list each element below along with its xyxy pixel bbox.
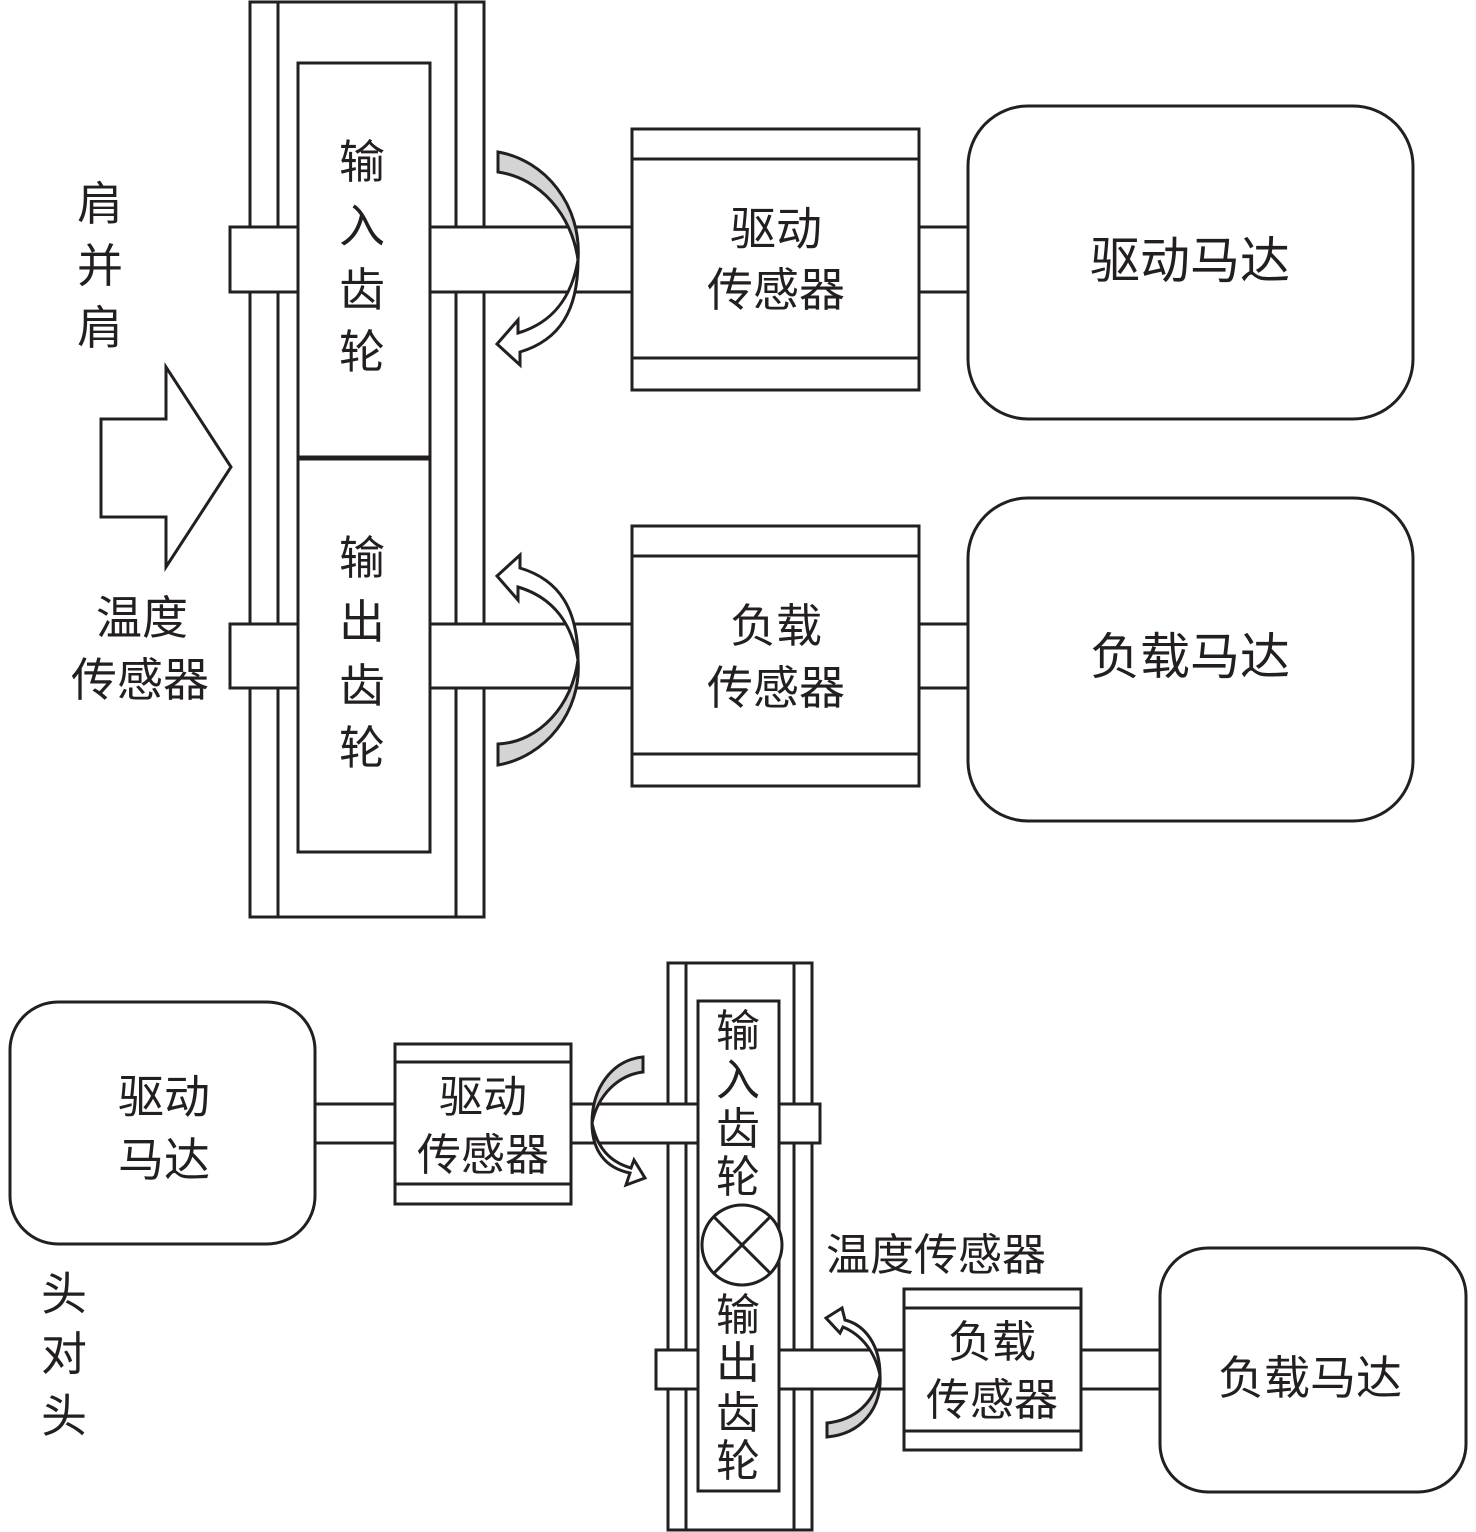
bottom-output-gear-char-1: 输 [716, 1290, 760, 1341]
top-input-rotation-arrow-icon [494, 150, 580, 369]
top-input-gear-char-4: 轮 [339, 325, 385, 379]
top-drive-sensor-label-line-2: 传感器 [707, 263, 845, 317]
bottom-layout-label-char-3: 头 [41, 1389, 87, 1443]
bottom-temp-sensor-label: 温度传感器 [826, 1230, 1046, 1281]
top-load-motor [966, 496, 1415, 823]
bottom-layout: 驱动 马达 头 对 头 驱动 传感器 输 入 齿 轮 [8, 961, 1468, 1532]
top-input-gear-char-3: 齿 [339, 263, 385, 317]
bottom-input-rotation-arrow-icon [590, 1055, 648, 1188]
bottom-drive-sensor-label-line-1: 驱动 [439, 1072, 527, 1123]
bottom-load-sensor [902, 1287, 1083, 1452]
bottom-input-gear-char-1: 输 [716, 1006, 760, 1057]
bottom-drive-sensor-label-line-2: 传感器 [417, 1130, 549, 1181]
bottom-output-shaft-stub [654, 1348, 700, 1391]
top-input-gear-char-1: 输 [339, 135, 385, 189]
bottom-load-motor [1158, 1246, 1468, 1494]
top-drive-motor-label: 驱动马达 [1090, 232, 1290, 290]
bottom-load-motor-label: 负载马达 [1218, 1351, 1402, 1405]
bottom-output-gear-char-3: 齿 [716, 1388, 760, 1439]
circle-cross-icon [700, 1203, 784, 1287]
top-input-gear-char-2: 入 [339, 199, 385, 253]
top-drive-sensor-label-line-1: 驱动 [730, 202, 822, 256]
top-output-gear-char-1: 输 [339, 531, 385, 585]
top-output-shaft-stub [228, 622, 300, 690]
bottom-input-shaft [569, 1102, 700, 1145]
top-drive-sensor [630, 127, 921, 392]
top-output-gear [296, 457, 432, 854]
top-layout-label-char-2: 并 [77, 239, 123, 293]
top-layout-label-char-1: 肩 [77, 177, 123, 231]
block-arrow-right-icon [99, 361, 233, 573]
bottom-input-shaft-stub [777, 1102, 822, 1145]
top-output-gear-char-4: 轮 [339, 721, 385, 775]
bottom-output-gear-char-2: 出 [716, 1338, 760, 1389]
top-output-rotation-arrow-icon [494, 551, 580, 767]
bottom-load-sensor-label-line-2: 传感器 [926, 1375, 1058, 1426]
bottom-drive-motor-label-line-2: 马达 [118, 1133, 210, 1187]
bottom-layout-label-char-2: 对 [41, 1327, 87, 1381]
top-input-gear [296, 61, 432, 459]
bottom-input-gear-char-4: 轮 [716, 1152, 760, 1203]
top-temp-sensor-label-line-2: 传感器 [71, 653, 209, 707]
top-load-sensor-label-line-1: 负载 [730, 599, 822, 653]
top-input-shaft-stub [228, 225, 300, 294]
top-input-shaft [428, 225, 634, 294]
top-output-gear-char-3: 齿 [339, 659, 385, 713]
top-load-sensor [630, 524, 921, 788]
top-temp-sensor-label-line-1: 温度 [96, 591, 188, 645]
bottom-output-gear-char-4: 轮 [716, 1436, 760, 1487]
bottom-layout-label-char-1: 头 [41, 1267, 87, 1321]
bottom-output-rotation-arrow-icon [823, 1305, 882, 1439]
bottom-drive-motor [8, 1000, 317, 1246]
bottom-load-sensor-label-line-1: 负载 [948, 1317, 1036, 1368]
bottom-input-gear-char-3: 齿 [716, 1104, 760, 1155]
top-load-sensor-label-line-2: 传感器 [707, 661, 845, 715]
bottom-output-shaft [777, 1348, 906, 1391]
top-layout: 输 入 齿 轮 输 出 齿 轮 肩 并 肩 温度 传感器 驱动 传感器 [71, 0, 1415, 919]
top-drive-motor [966, 104, 1415, 421]
bottom-drive-motor-label-line-1: 驱动 [118, 1070, 210, 1124]
top-load-motor-label: 负载马达 [1090, 628, 1290, 686]
top-output-gear-char-2: 出 [339, 595, 385, 649]
top-layout-label-char-3: 肩 [77, 301, 123, 355]
top-output-shaft [428, 622, 634, 690]
bottom-input-gear-char-2: 入 [716, 1055, 760, 1106]
